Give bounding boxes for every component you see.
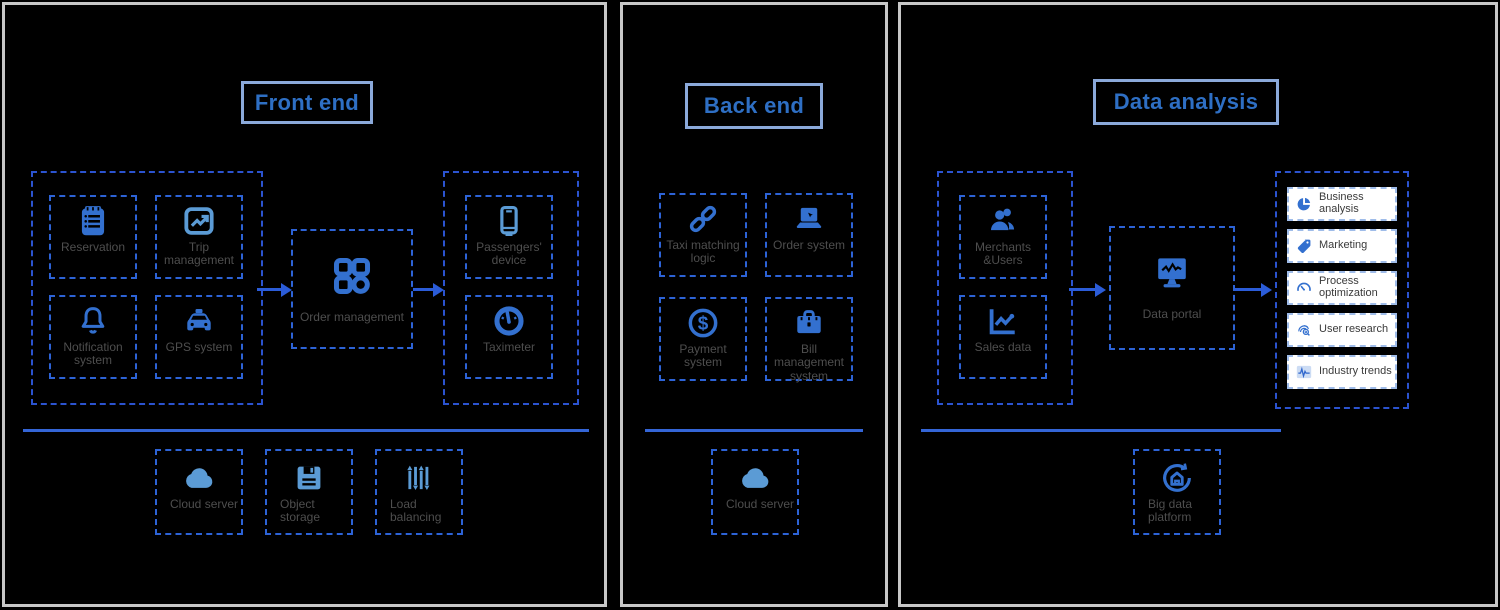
analysis-output-group: Business analysis Marketing Process opti… bbox=[1275, 171, 1409, 409]
trend-chart-icon bbox=[180, 202, 218, 240]
output-industry-trends-label: Industry trends bbox=[1319, 365, 1392, 378]
box-taximeter: Taximeter bbox=[465, 295, 553, 379]
output-user-research-label: User research bbox=[1319, 323, 1389, 336]
frontend-feature-group: Reservation Trip management Notification… bbox=[31, 171, 263, 405]
box-notification-system: Notification system bbox=[49, 295, 137, 379]
cloud-icon bbox=[180, 459, 218, 497]
speedometer-icon bbox=[490, 302, 528, 340]
pie-chart-icon bbox=[1294, 194, 1314, 214]
cloud-icon bbox=[736, 459, 774, 497]
tag-icon bbox=[1294, 236, 1314, 256]
box-taximeter-label: Taximeter bbox=[482, 340, 535, 354]
box-cloud-server-label: Cloud server bbox=[170, 497, 239, 511]
box-object-storage: Object storage bbox=[265, 449, 353, 535]
box-data-portal: Data portal bbox=[1109, 226, 1235, 350]
box-bill-management-system-label: Bill management system bbox=[773, 342, 845, 383]
svg-text:$: $ bbox=[698, 314, 709, 335]
box-payment-system: $ Payment system bbox=[659, 297, 747, 381]
data-analysis-title-label: Data analysis bbox=[1113, 89, 1259, 114]
frontend-title-label: Front end bbox=[254, 89, 360, 115]
home-refresh-icon bbox=[1158, 459, 1196, 497]
box-gps-system-label: GPS system bbox=[165, 340, 233, 354]
dollar-circle-icon: $ bbox=[684, 304, 722, 342]
box-cloud-server-backend: Cloud server bbox=[711, 449, 799, 535]
box-order-management: Order management bbox=[291, 229, 413, 349]
box-order-system-label: Order system bbox=[772, 238, 845, 252]
fingerprint-search-icon bbox=[1294, 320, 1314, 340]
box-reservation: Reservation bbox=[49, 195, 137, 279]
box-cloud-server-frontend: Cloud server bbox=[155, 449, 243, 535]
box-load-balancing: Load balancing bbox=[375, 449, 463, 535]
gauge-icon bbox=[1294, 278, 1314, 298]
box-trip-management: Trip management bbox=[155, 195, 243, 279]
vertical-arrows-icon bbox=[400, 459, 438, 497]
arrow-sources-to-portal bbox=[1069, 288, 1095, 291]
data-analysis-divider bbox=[921, 429, 1281, 432]
backend-title: Back end bbox=[685, 83, 823, 129]
app-grid-icon bbox=[329, 253, 375, 299]
output-process-optimization: Process optimization bbox=[1287, 271, 1397, 305]
smartphone-icon bbox=[490, 202, 528, 240]
floppy-disk-icon bbox=[290, 459, 328, 497]
box-data-portal-label: Data portal bbox=[1142, 307, 1202, 321]
box-taxi-matching-logic-label: Taxi matching logic bbox=[666, 238, 740, 266]
bell-icon bbox=[74, 302, 112, 340]
data-analysis-title: Data analysis bbox=[1093, 79, 1279, 125]
arrow-features-to-order bbox=[257, 288, 281, 291]
box-big-data-platform: Big data platform bbox=[1133, 449, 1221, 535]
output-business-analysis: Business analysis bbox=[1287, 187, 1397, 221]
backend-title-label: Back end bbox=[703, 93, 805, 118]
line-chart-icon bbox=[984, 302, 1022, 340]
frontend-panel: Front end Reservation Trip management No… bbox=[2, 2, 607, 607]
box-sales-data-label: Sales data bbox=[974, 340, 1032, 354]
backend-divider bbox=[645, 429, 863, 432]
box-payment-system-label: Payment system bbox=[679, 342, 727, 370]
box-passengers-device: Passengers' device bbox=[465, 195, 553, 279]
box-load-balancing-label: Load balancing bbox=[390, 497, 442, 525]
box-notification-system-label: Notification system bbox=[63, 340, 123, 368]
box-order-system: Order system bbox=[765, 193, 853, 277]
data-analysis-panel: Data analysis Merchants &Users Sales dat… bbox=[898, 2, 1498, 607]
output-user-research: User research bbox=[1287, 313, 1397, 347]
arrow-portal-to-outputs bbox=[1235, 288, 1261, 291]
chain-link-icon bbox=[684, 200, 722, 238]
output-process-optimization-label: Process optimization bbox=[1319, 275, 1378, 299]
box-trip-management-label: Trip management bbox=[163, 240, 235, 268]
frontend-device-group: Passengers' device Taximeter bbox=[443, 171, 579, 405]
clipboard-icon bbox=[74, 202, 112, 240]
box-sales-data: Sales data bbox=[959, 295, 1047, 379]
box-taxi-matching-logic: Taxi matching logic bbox=[659, 193, 747, 277]
data-source-group: Merchants &Users Sales data bbox=[937, 171, 1073, 405]
output-business-analysis-label: Business analysis bbox=[1319, 191, 1364, 215]
users-icon bbox=[984, 202, 1022, 240]
frontend-divider bbox=[23, 429, 589, 432]
box-merchants-users: Merchants &Users bbox=[959, 195, 1047, 279]
output-marketing-label: Marketing bbox=[1319, 239, 1368, 252]
box-order-management-label: Order management bbox=[299, 310, 405, 324]
taxi-icon bbox=[180, 302, 218, 340]
laptop-icon bbox=[790, 200, 828, 238]
box-big-data-platform-label: Big data platform bbox=[1148, 497, 1193, 525]
box-passengers-device-label: Passengers' device bbox=[476, 240, 542, 268]
box-object-storage-label: Object storage bbox=[280, 497, 321, 525]
activity-chart-icon bbox=[1294, 362, 1314, 382]
backend-panel: Back end Taxi matching logic Order syste… bbox=[620, 2, 888, 607]
box-bill-management-system: Bill management system bbox=[765, 297, 853, 383]
output-marketing: Marketing bbox=[1287, 229, 1397, 263]
box-reservation-label: Reservation bbox=[60, 240, 126, 254]
box-cloud-server-backend-label: Cloud server bbox=[726, 497, 795, 511]
briefcase-icon bbox=[790, 304, 828, 342]
monitor-waveform-icon bbox=[1149, 250, 1195, 296]
frontend-title: Front end bbox=[241, 81, 373, 124]
arrow-order-to-devices bbox=[413, 288, 433, 291]
box-gps-system: GPS system bbox=[155, 295, 243, 379]
output-industry-trends: Industry trends bbox=[1287, 355, 1397, 389]
box-merchants-users-label: Merchants &Users bbox=[974, 240, 1032, 268]
